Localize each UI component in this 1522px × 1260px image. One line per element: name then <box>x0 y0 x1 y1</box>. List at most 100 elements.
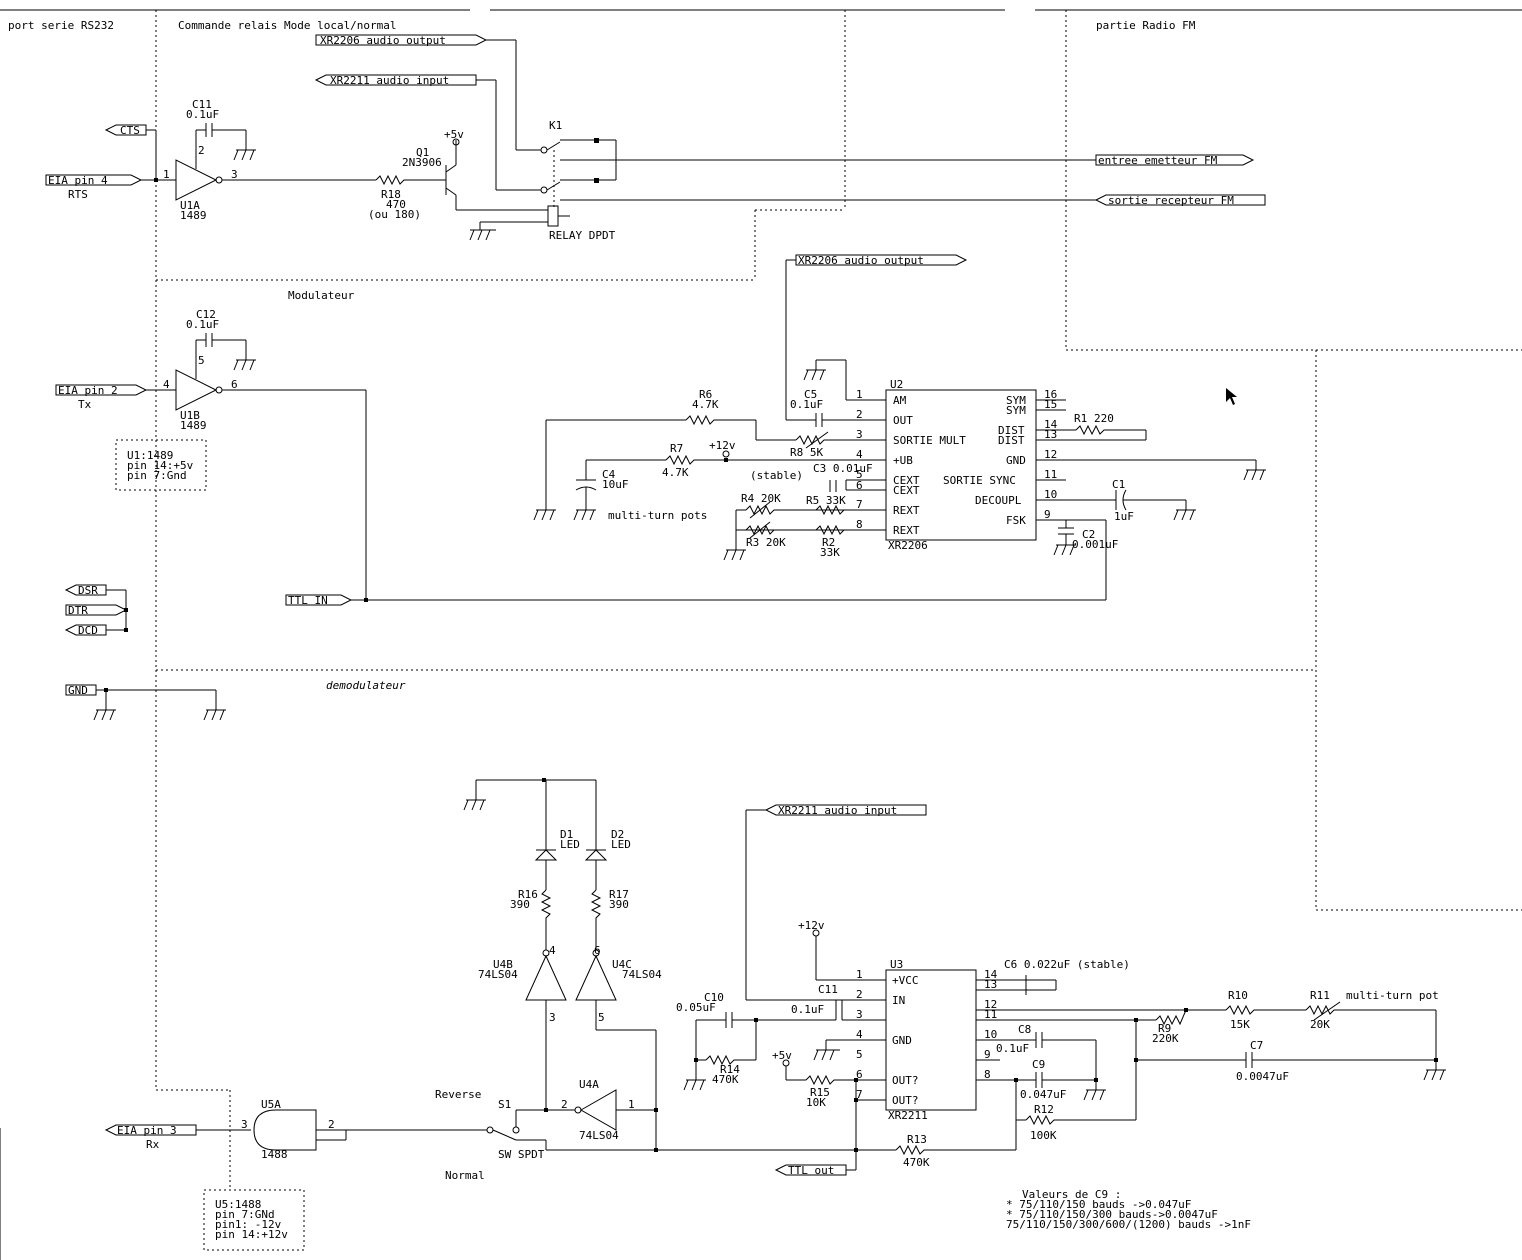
modulator-section: EIA pin 2 Tx 4 5 6 U1B 1489 C12 0.1uF U1… <box>55 254 1266 721</box>
u2-pin-am: AM <box>893 394 907 407</box>
u2-pin-dist1: DIST <box>998 424 1025 437</box>
c7-value: 0.0047uF <box>1236 1070 1289 1083</box>
s1-reverse: Reverse <box>435 1088 481 1101</box>
u2-pin-sym2: SYM <box>1006 404 1026 417</box>
u1a-pin3: 3 <box>231 168 238 181</box>
s1-normal: Normal <box>445 1169 485 1182</box>
u2-lpin-4: 4 <box>856 448 863 461</box>
r11-value: 20K <box>1310 1018 1330 1031</box>
r16-name: R16 <box>518 888 538 901</box>
u1-note-2: pin 7:Gnd <box>127 469 187 482</box>
u2-pin-out: OUT <box>893 414 913 427</box>
u1-note-0: U1:1489 <box>127 449 173 462</box>
r5-label: R5 33K <box>806 494 846 507</box>
u2-lpin-5: 5 <box>856 468 863 481</box>
c4-name: C4 <box>602 468 616 481</box>
q1-part: 2N3906 <box>402 156 442 169</box>
label-rx: Rx <box>146 1138 160 1151</box>
title-rs232: port serie RS232 <box>8 19 114 32</box>
port-ttl-in: TTL IN <box>288 594 328 607</box>
u3-pin-in: IN <box>892 994 905 1007</box>
u3-lpin-2: 2 <box>856 988 863 1001</box>
u2-pin-cext1: CEXT <box>893 474 920 487</box>
c9-note-0: Valeurs de C9 : <box>1022 1188 1121 1201</box>
u2-name: U2 <box>890 378 903 391</box>
u1b-pin5: 5 <box>198 354 205 367</box>
u3-pin-vcc: +VCC <box>892 974 919 987</box>
u5a-pin3: 3 <box>241 1118 248 1131</box>
title-modulator: Modulateur <box>288 289 355 302</box>
relay-section: XR2206 audio output XR2211 audio input K… <box>45 34 1266 242</box>
u2-lpin-6: 6 <box>856 479 863 492</box>
label-tx: Tx <box>78 398 92 411</box>
r2-name: R2 <box>822 536 835 549</box>
c12-value: 0.1uF <box>186 318 219 331</box>
r7-value: 4.7K <box>662 466 689 479</box>
port-ttl-out: TTL out <box>788 1164 834 1177</box>
r17-value: 390 <box>609 898 629 911</box>
u1a-pin2: 2 <box>198 144 205 157</box>
c11-relay-value: 0.1uF <box>186 108 219 121</box>
u4c-name: U4C <box>612 958 632 971</box>
u2-rpin-15: 15 <box>1044 398 1057 411</box>
stable-mod: (stable) <box>750 469 803 482</box>
port-xr2211-input-mid: XR2211 audio input <box>778 804 897 817</box>
c9-note-3: 75/110/150/300/600/(1200) bauds ->1nF <box>1006 1218 1251 1231</box>
pots-label: multi-turn pots <box>608 509 707 522</box>
section-borders <box>0 9 1522 1260</box>
port-rx-fm: sortie recepteur FM <box>1108 194 1234 207</box>
port-cts: CTS <box>120 124 140 137</box>
r1-name: R1 <box>1074 412 1087 425</box>
c5-name: C5 <box>804 388 817 401</box>
r13-name: R13 <box>907 1133 927 1146</box>
c10-name: C10 <box>704 991 724 1004</box>
port-dtr: DTR <box>68 604 88 617</box>
c2-value: 0.001uF <box>1072 538 1118 551</box>
port-eia-pin2: EIA pin 2 <box>58 384 118 397</box>
u2-rpin-13: 13 <box>1044 428 1057 441</box>
u3-rpin-12: 12 <box>984 998 997 1011</box>
r13-value: 470K <box>903 1156 930 1169</box>
port-xr2211-input-top: XR2211 audio input <box>330 74 449 87</box>
u4b-part: 74LS04 <box>478 968 518 981</box>
r14-name: R14 <box>720 1063 740 1076</box>
c10-value: 0.05uF <box>676 1001 716 1014</box>
u2-rpin-14: 14 <box>1044 418 1058 431</box>
r10-value: 15K <box>1230 1018 1250 1031</box>
u5a-name: U5A <box>261 1098 281 1111</box>
u1b-pin4: 4 <box>163 378 170 391</box>
u2-lpin-1: 1 <box>856 388 863 401</box>
u2-rpin-16: 16 <box>1044 388 1057 401</box>
u5-note-3: pin 14:+12v <box>215 1228 288 1241</box>
r6-name: R6 <box>699 388 712 401</box>
plus5-demod: +5v <box>772 1049 792 1062</box>
r14-value: 470K <box>712 1073 739 1086</box>
u2-pin-decoupl: DECOUPL <box>975 494 1022 507</box>
r12-value: 100K <box>1030 1129 1057 1142</box>
c2-name: C2 <box>1082 528 1095 541</box>
r10-name: R10 <box>1228 989 1248 1002</box>
u5-note-0: U5:1488 <box>215 1198 261 1211</box>
u3-pin-out2: OUT? <box>892 1094 919 1107</box>
r3-label: R3 20K <box>746 536 786 549</box>
u1b-part: 1489 <box>180 419 207 432</box>
u2-lpin-7: 7 <box>856 498 863 511</box>
plus5-relay: +5v <box>444 128 464 141</box>
r11-pot: multi-turn pot <box>1346 989 1439 1002</box>
s1-type: SW SPDT <box>498 1148 545 1161</box>
r12-name: R12 <box>1034 1103 1054 1116</box>
u3-rpin-11: 11 <box>984 1008 997 1021</box>
r11-name: R11 <box>1310 989 1330 1002</box>
c9-note-2: * 75/110/150/300 bauds->0.0047uF <box>1006 1208 1218 1221</box>
r16-value: 390 <box>510 898 530 911</box>
u4a-part: 74LS04 <box>579 1129 619 1142</box>
r4-label: R4 20K <box>741 492 781 505</box>
c11-relay-name: C11 <box>192 98 212 111</box>
u4a-pin1: 1 <box>628 1098 635 1111</box>
u4a-name: U4A <box>579 1078 599 1091</box>
r18-value: 470 <box>386 198 406 211</box>
u3-lpin-1: 1 <box>856 968 863 981</box>
u2-rpin-10: 10 <box>1044 488 1057 501</box>
c4-value: 10uF <box>602 478 629 491</box>
u4b-pin3: 3 <box>549 1011 556 1024</box>
